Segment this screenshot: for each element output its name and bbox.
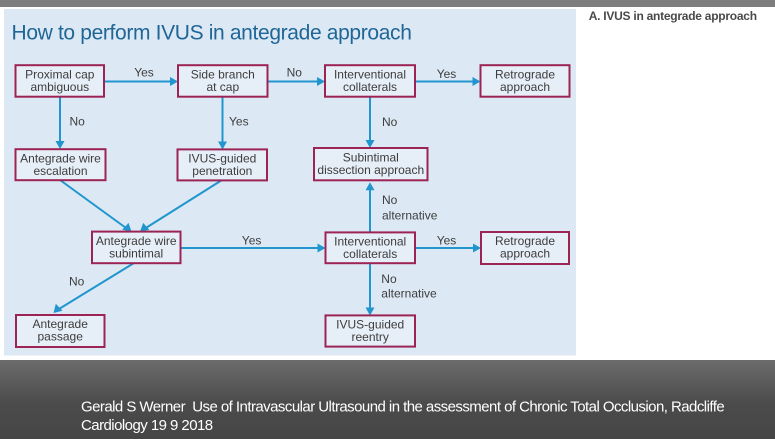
svg-text:ambiguous: ambiguous <box>30 80 89 94</box>
svg-text:alternative: alternative <box>381 287 437 301</box>
svg-text:How to perform IVUS in antegra: How to perform IVUS in antegrade approac… <box>12 22 412 45</box>
svg-text:penetration: penetration <box>192 164 252 178</box>
svg-text:collaterals: collaterals <box>343 247 397 261</box>
svg-text:Retrograde: Retrograde <box>495 234 555 248</box>
svg-text:Yes: Yes <box>437 67 457 81</box>
svg-text:escalation: escalation <box>33 164 87 178</box>
svg-text:Interventional: Interventional <box>334 67 406 81</box>
svg-text:Retrograde: Retrograde <box>495 67 555 81</box>
svg-text:No: No <box>287 66 303 80</box>
svg-text:Yes: Yes <box>229 115 249 129</box>
svg-text:Proximal cap: Proximal cap <box>25 67 95 81</box>
svg-text:No: No <box>382 115 398 129</box>
svg-text:No: No <box>382 193 398 207</box>
svg-text:approach: approach <box>500 247 550 261</box>
svg-text:approach: approach <box>500 80 550 94</box>
svg-text:collaterals: collaterals <box>343 80 397 94</box>
svg-text:Antegrade: Antegrade <box>33 317 89 331</box>
svg-text:Interventional: Interventional <box>334 235 406 249</box>
svg-text:No: No <box>70 115 86 129</box>
svg-text:Yes: Yes <box>134 66 154 80</box>
svg-text:Cardiology 19 9 2018: Cardiology 19 9 2018 <box>81 417 213 434</box>
svg-text:passage: passage <box>38 330 84 344</box>
svg-text:dissection approach: dissection approach <box>317 163 424 177</box>
svg-text:A. IVUS in antegrade approach: A. IVUS in antegrade approach <box>589 9 757 23</box>
svg-text:IVUS-guided: IVUS-guided <box>336 318 404 332</box>
svg-text:subintimal: subintimal <box>109 246 163 260</box>
svg-text:Yes: Yes <box>242 234 262 248</box>
svg-text:IVUS-guided: IVUS-guided <box>188 152 256 166</box>
svg-text:at cap: at cap <box>206 80 239 94</box>
svg-text:No: No <box>69 275 85 289</box>
svg-text:Antegrade wire: Antegrade wire <box>20 151 101 165</box>
svg-text:Gerald S Werner Use of Intrav: Gerald S Werner Use of Intravascular Ult… <box>81 399 724 416</box>
svg-text:Side branch: Side branch <box>191 67 255 81</box>
svg-text:Yes: Yes <box>437 234 457 248</box>
svg-text:No: No <box>381 272 397 286</box>
svg-text:Antegrade wire: Antegrade wire <box>96 234 177 248</box>
svg-text:alternative: alternative <box>382 209 438 223</box>
svg-text:Subintimal: Subintimal <box>343 150 399 164</box>
svg-text:reentry: reentry <box>352 330 389 344</box>
